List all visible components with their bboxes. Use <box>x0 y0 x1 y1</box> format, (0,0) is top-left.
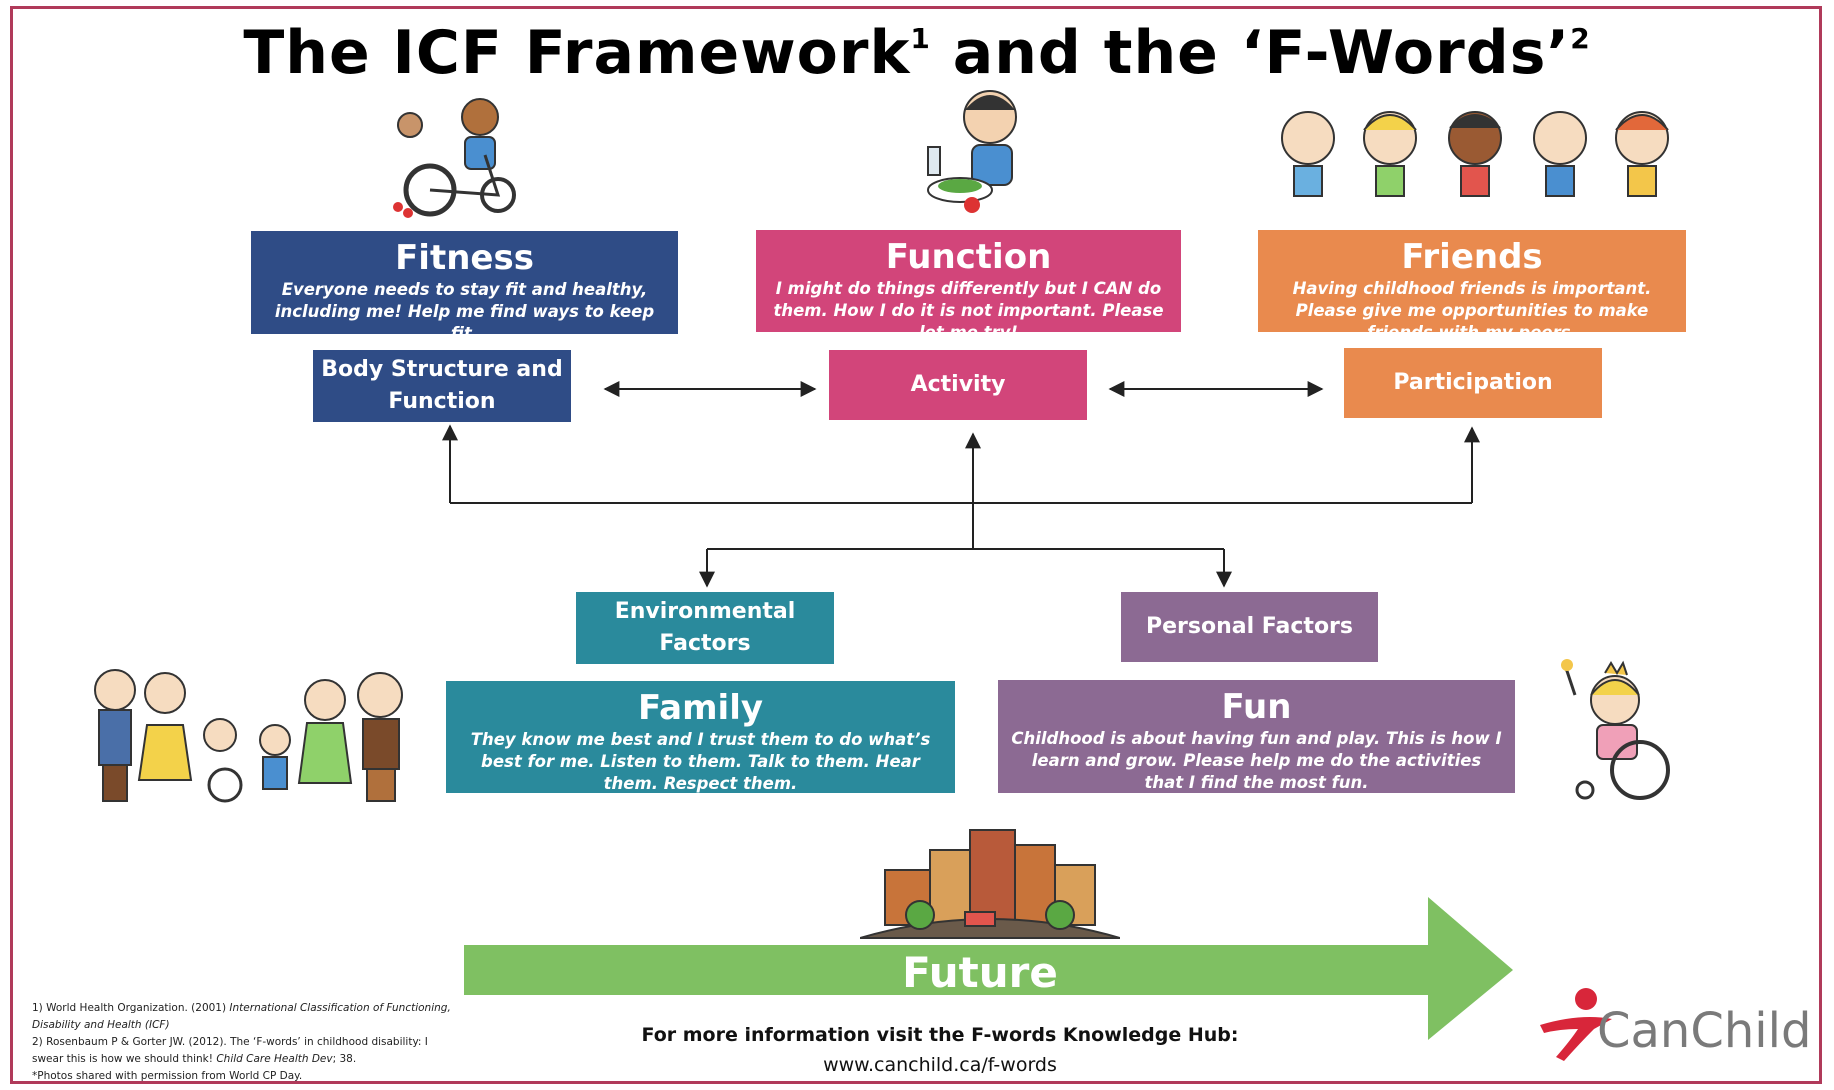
canchild-logo-text: CanChild <box>1597 1003 1812 1059</box>
page-title: The ICF Framework1 and the ‘F-Words’2 <box>0 18 1834 88</box>
body-structure-function-box: Body Structure and Function <box>313 350 571 422</box>
activity-box: Activity <box>829 350 1087 420</box>
reference-1: 1) World Health Organization. (2001) Int… <box>32 1000 452 1034</box>
family-group-illustration <box>94 669 403 803</box>
reference-1-text: 1) World Health Organization. (2001) <box>32 1002 230 1014</box>
title-footnote-2: 2 <box>1570 22 1591 55</box>
friends-description: Having childhood friends is important. P… <box>1292 279 1652 342</box>
photo-credit: *Photos shared with permission from Worl… <box>32 1070 303 1082</box>
canchild-logo-icon <box>1540 988 1612 1061</box>
function-description: I might do things differently but I CAN … <box>773 279 1164 342</box>
personal-factors-box: Personal Factors <box>1121 592 1378 662</box>
title-footnote-1: 1 <box>910 22 931 55</box>
reference-2-journal: Child Care Health Dev <box>216 1053 333 1065</box>
title-text-2: and the ‘F-Words’ <box>930 18 1571 88</box>
fitness-box: Fitness Everyone needs to stay fit and h… <box>251 231 678 343</box>
future-label: Future <box>902 948 1058 997</box>
child-eating-illustration <box>927 90 1017 213</box>
participation-box: Participation <box>1344 348 1602 418</box>
reference-1-title: International Classification of Function… <box>32 1002 451 1031</box>
more-info: For more information visit the F-words K… <box>620 1020 1260 1080</box>
fun-description: Childhood is about having fun and play. … <box>1011 729 1502 792</box>
page-border <box>10 6 1822 1084</box>
family-description: They know me best and I trust them to do… <box>470 730 931 793</box>
reference-2-volume: ; 38. <box>332 1053 357 1065</box>
friends-heading: Friends <box>1401 237 1543 277</box>
fitness-heading: Fitness <box>395 238 534 278</box>
more-info-text: For more information visit the F-words K… <box>641 1024 1239 1046</box>
wheelchair-child-illustration <box>393 98 516 218</box>
reference-2-text: 2) Rosenbaum P & Gorter JW. (2012). The … <box>32 1036 428 1065</box>
friends-box: Friends Having childhood friends is impo… <box>1258 230 1686 342</box>
city-illustration <box>860 829 1120 939</box>
function-heading: Function <box>885 237 1052 277</box>
environmental-factors-box: Environmental Factors <box>576 592 834 664</box>
title-text: The ICF Framework <box>243 18 911 88</box>
function-box: Function I might do things differently b… <box>756 230 1181 342</box>
child-with-wand-illustration <box>1561 659 1670 800</box>
references: 1) World Health Organization. (2001) Int… <box>32 1000 452 1085</box>
fun-heading: Fun <box>1221 687 1292 727</box>
future-arrow <box>464 897 1513 1040</box>
friends-group-illustration <box>1281 111 1669 197</box>
fun-box: Fun Childhood is about having fun and pl… <box>998 680 1515 793</box>
family-heading: Family <box>637 688 764 728</box>
fitness-description: Everyone needs to stay fit and healthy, … <box>274 280 655 343</box>
website-link[interactable]: www.canchild.ca/f-words <box>823 1054 1057 1076</box>
reference-2: 2) Rosenbaum P & Gorter JW. (2012). The … <box>32 1034 452 1068</box>
family-box: Family They know me best and I trust the… <box>446 681 955 793</box>
